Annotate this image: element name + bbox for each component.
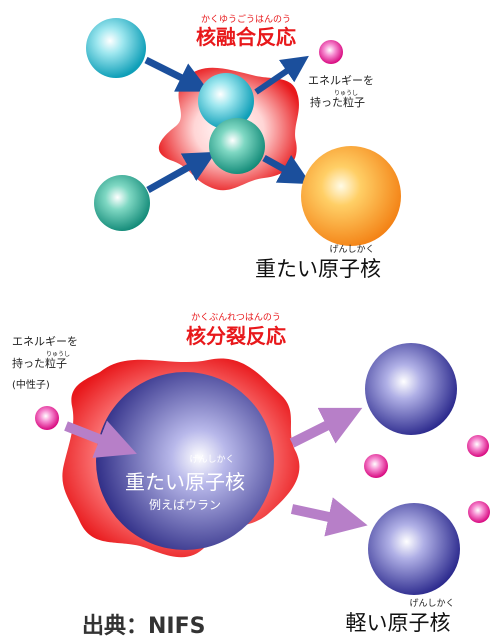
fission-incoming-neutron xyxy=(35,406,59,430)
fusion-nucleus-teal-center xyxy=(198,73,254,129)
source-credit: 出典：NIFS xyxy=(82,614,205,639)
fission-arrow-to-product-bottom xyxy=(290,497,368,537)
fusion-product-label: 重たい原子核 xyxy=(255,257,381,281)
fusion-particle-label-ruby: りゅうし xyxy=(334,90,358,97)
fusion-particle-label-line1: エネルギーを xyxy=(308,74,374,87)
fission-light-nucleus-bottom xyxy=(368,503,460,595)
fusion-product-ruby: げんしかく xyxy=(329,244,374,255)
fusion-title: 核融合反応 xyxy=(196,25,296,49)
fission-product-label: 軽い原子核 xyxy=(346,611,451,635)
fission-arrow-incoming xyxy=(64,420,137,458)
fission-nucleus-ruby: げんしかく xyxy=(189,454,234,465)
fusion-arrow-incoming-bottom xyxy=(146,151,216,194)
fission-nucleus-label: 重たい原子核 xyxy=(125,470,245,494)
fission-particle-label-ruby: りゅうし xyxy=(46,351,70,358)
fusion-nucleus-green-center xyxy=(209,118,265,174)
fusion-arrow-to-product xyxy=(262,154,312,185)
fission-product-ruby: げんしかく xyxy=(409,598,454,609)
fusion-incoming-nucleus-green xyxy=(94,175,150,231)
fusion-emitted-particle xyxy=(319,40,343,64)
fission-uranium-nucleus xyxy=(96,372,274,550)
fusion-arrow-to-particle xyxy=(254,55,309,95)
fission-section: かくぶんれつはんのう 核分裂反応 エネルギーを りゅうし 持った粒子 (中性子)… xyxy=(12,312,490,635)
fission-emitted-neutron-3 xyxy=(468,501,490,523)
fission-light-nucleus-top xyxy=(365,343,457,435)
fusion-heavy-nucleus-product xyxy=(301,146,401,246)
fusion-title-ruby: かくゆうごうはんのう xyxy=(201,13,291,25)
fusion-arrow-incoming-top xyxy=(144,56,210,92)
fission-title-ruby: かくぶんれつはんのう xyxy=(191,312,281,323)
fusion-section: かくゆうごうはんのう 核融合反応 エネルギーを りゅうし 持った粒子 げんしかく… xyxy=(86,13,401,281)
fission-particle-label-line1: エネルギーを xyxy=(12,335,78,348)
fission-title: 核分裂反応 xyxy=(186,324,286,348)
fission-arrow-to-product-top xyxy=(289,407,363,448)
fission-emitted-neutron-1 xyxy=(364,454,388,478)
fusion-particle-label-line2: 持った粒子 xyxy=(310,95,365,109)
fusion-incoming-nucleus-teal xyxy=(86,18,146,78)
fission-emitted-neutron-2 xyxy=(467,435,489,457)
fission-particle-label-line2: 持った粒子 xyxy=(12,356,67,370)
fission-particle-label-line3: (中性子) xyxy=(12,378,50,391)
fission-nucleus-sublabel: 例えばウラン xyxy=(149,498,221,512)
